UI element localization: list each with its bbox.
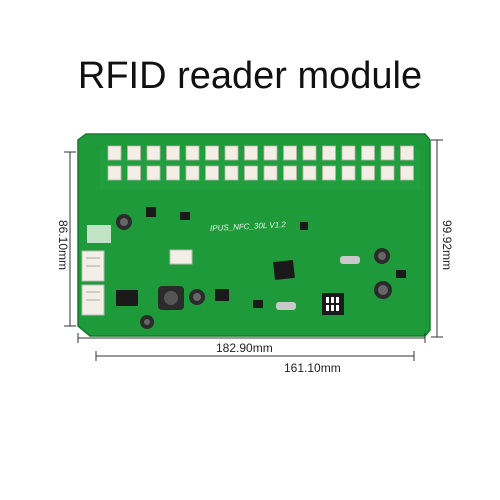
connector <box>302 145 317 161</box>
connector <box>146 165 161 181</box>
connector <box>166 165 180 181</box>
connector <box>185 165 200 181</box>
left-terminal-blocks <box>81 250 105 316</box>
inductor <box>158 286 184 310</box>
connector <box>361 145 375 161</box>
connector <box>185 145 200 161</box>
connector <box>380 165 395 181</box>
connector <box>322 145 336 161</box>
connector <box>224 145 239 161</box>
connector <box>127 145 141 161</box>
height-left-label: 86.10mm <box>56 219 70 271</box>
connector <box>205 145 219 161</box>
connector <box>205 165 219 181</box>
height-right-label: 99.92mm <box>440 219 454 271</box>
connector <box>341 145 356 161</box>
connector <box>341 165 356 181</box>
dimension-lines <box>64 139 443 361</box>
connector <box>361 165 375 181</box>
connector <box>107 145 122 161</box>
width-outer-label: 182.90mm <box>216 341 273 355</box>
connector <box>224 165 239 181</box>
crystals <box>276 256 360 310</box>
connector <box>107 165 122 181</box>
capacitors <box>116 214 392 329</box>
connector <box>146 145 161 161</box>
connector <box>302 165 317 181</box>
connector <box>127 165 141 181</box>
header-connector <box>169 249 193 265</box>
connector <box>400 145 414 161</box>
label-patch <box>87 225 111 243</box>
width-inner-label: 161.10mm <box>284 361 341 375</box>
connector <box>244 165 258 181</box>
connector <box>263 145 278 161</box>
connector-rows <box>107 145 414 181</box>
connector <box>400 165 414 181</box>
connector <box>263 165 278 181</box>
connector <box>244 145 258 161</box>
connector <box>380 145 395 161</box>
dip-switch <box>322 293 344 315</box>
connector <box>283 165 297 181</box>
connector <box>166 145 180 161</box>
page-title: RFID reader module <box>77 55 423 97</box>
connector <box>322 165 336 181</box>
chips <box>116 207 406 308</box>
connector <box>283 145 297 161</box>
